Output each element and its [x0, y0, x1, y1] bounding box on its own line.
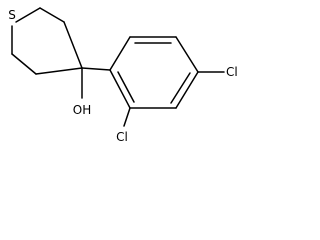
bond-ar6-cl	[123, 107, 131, 127]
aromatic-inner-bond-left	[117, 71, 135, 103]
bond-ar6-ar1	[109, 69, 131, 109]
sulfur-label: S	[8, 8, 16, 22]
bond-c2-c3	[39, 7, 65, 23]
chemical-structure: S OH Cl Cl	[8, 7, 238, 144]
dichlorophenyl-ring	[109, 36, 199, 109]
chlorine-ortho-label: Cl	[116, 130, 128, 144]
bond-ar3-ar4	[175, 36, 199, 73]
hydroxyl-label: OH	[73, 103, 91, 117]
bond-c4-c5	[35, 67, 83, 75]
bond-c4-aryl	[81, 67, 111, 71]
bond-c3-c4	[63, 21, 83, 69]
bond-ar4-ar5	[175, 71, 199, 109]
aromatic-inner-bond-right	[170, 72, 191, 104]
bond-s-c2	[15, 7, 41, 23]
bond-c5-c6	[11, 53, 37, 75]
chlorine-para-label: Cl	[226, 65, 238, 79]
bond-ar1-ar2	[109, 36, 131, 71]
thiane-ring	[11, 7, 83, 75]
